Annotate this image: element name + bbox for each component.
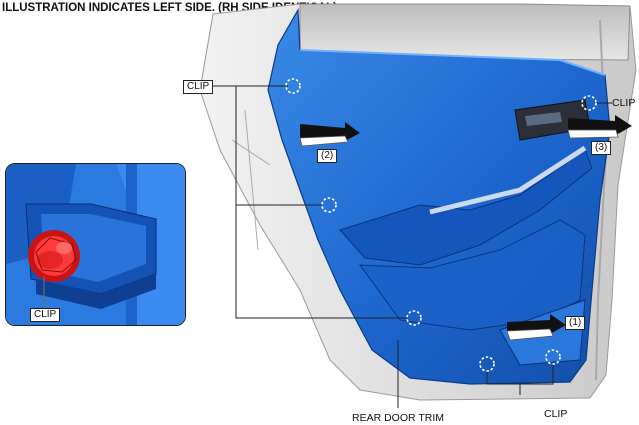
clip-markers xyxy=(285,78,597,372)
clip-marker-middle-left-icon xyxy=(321,197,337,213)
clip-marker-bottom-right-icon xyxy=(545,349,561,365)
rear-door-trim-label: REAR DOOR TRIM xyxy=(352,412,444,424)
direction-arrow-3-icon xyxy=(567,115,632,139)
clip-label-bottom: CLIP xyxy=(544,408,568,420)
clip-red-icon xyxy=(28,230,80,282)
direction-arrow-1-icon xyxy=(506,314,566,341)
clip-marker-upper-right-icon xyxy=(581,95,597,111)
direction-arrow-2-icon xyxy=(299,122,360,147)
clip-marker-lower-left-icon xyxy=(406,310,422,326)
step-3-label: (3) xyxy=(591,141,612,155)
clip-detail-inset: CLIP xyxy=(5,163,186,326)
clip-callout-lines xyxy=(213,85,612,408)
step-2-label: (2) xyxy=(317,149,338,163)
clip-marker-bottom-left-icon xyxy=(479,356,495,372)
clip-marker-upper-left-icon xyxy=(285,78,301,94)
clip-detail-illustration xyxy=(6,164,185,325)
step-1-label: (1) xyxy=(565,316,586,330)
clip-label-right: CLIP xyxy=(612,97,636,109)
clip-label-left: CLIP xyxy=(183,80,214,94)
inset-clip-label: CLIP xyxy=(30,308,61,322)
